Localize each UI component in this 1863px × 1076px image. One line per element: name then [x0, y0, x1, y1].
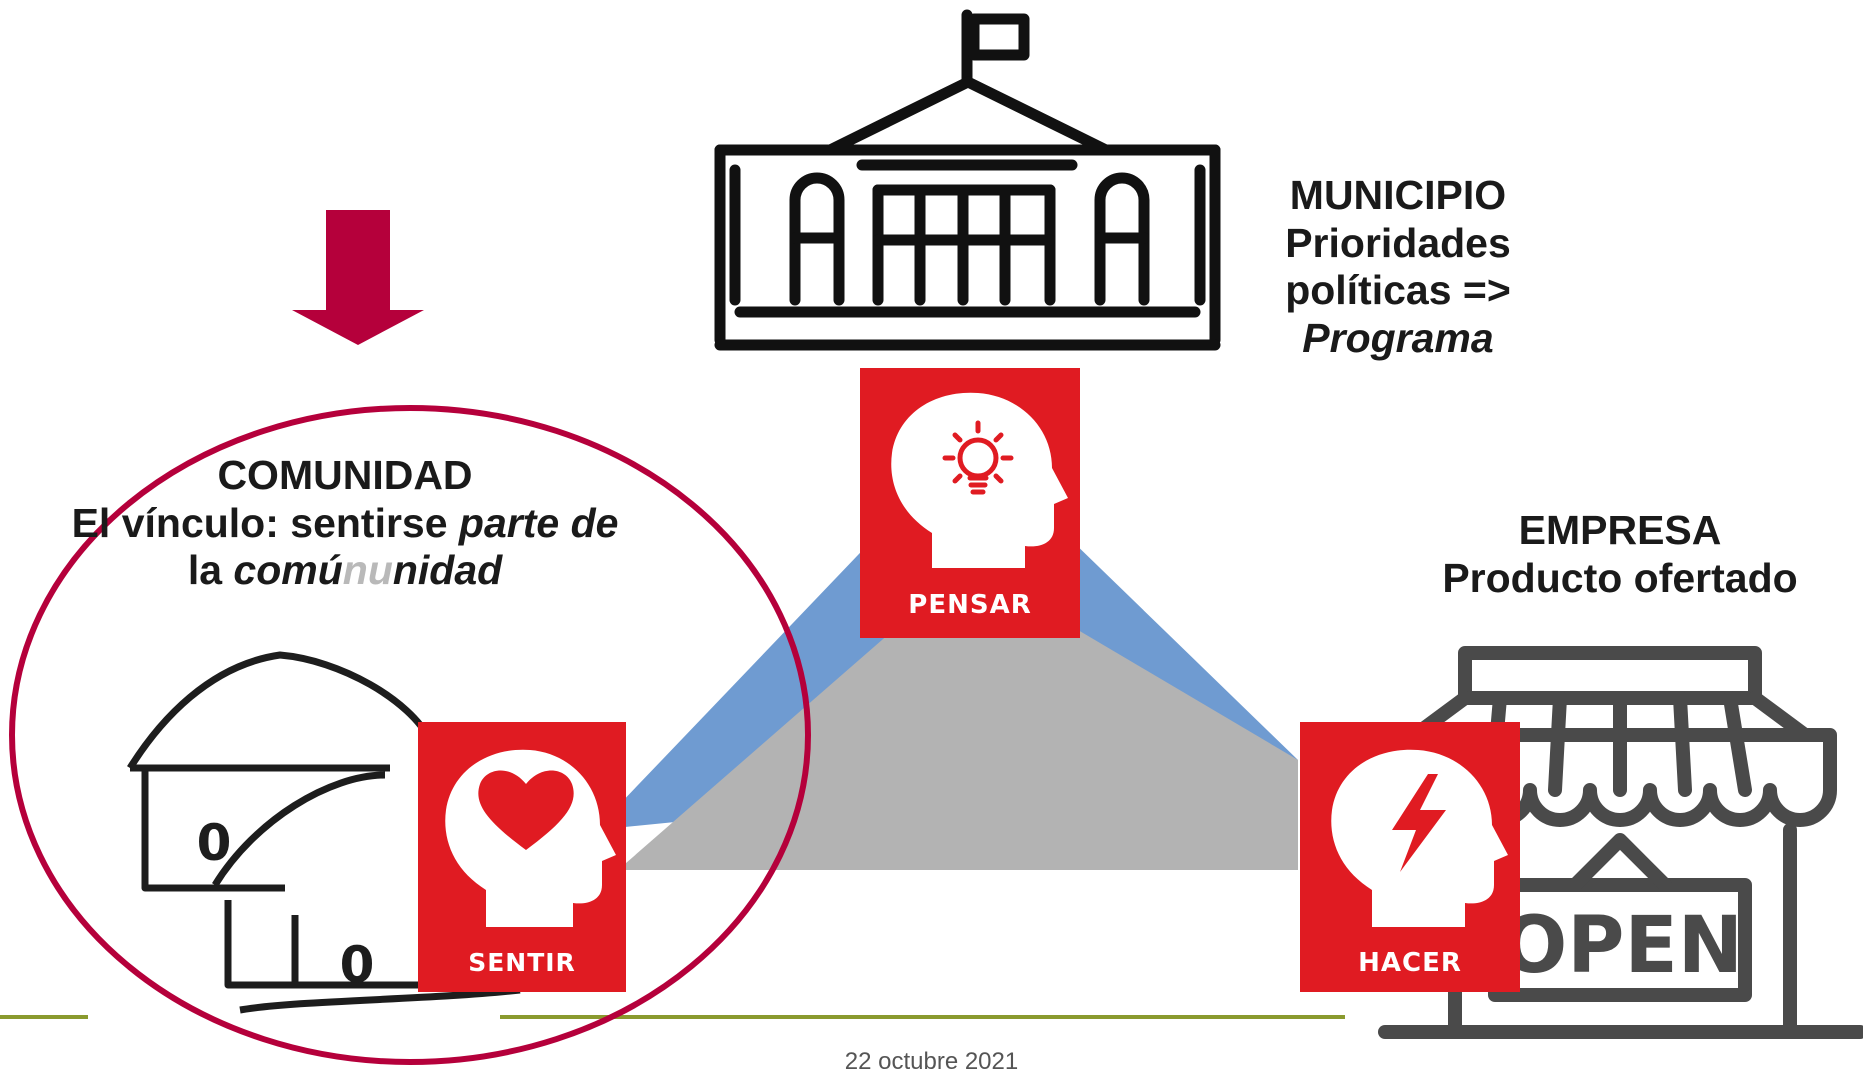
- municipio-line-programa: Programa: [1302, 314, 1494, 361]
- government-building-icon: [714, 9, 1221, 351]
- comunidad-title: COMUNIDAD: [217, 452, 473, 498]
- comunidad-line-comunidad: la comúnunidad: [187, 547, 503, 594]
- hacer-badge: HACER: [1300, 722, 1520, 992]
- houses-icon: [127, 651, 521, 1014]
- empresa-label: EMPRESA Producto ofertado: [1390, 507, 1850, 602]
- pensar-badge: PENSAR: [860, 368, 1080, 638]
- footer-date: 22 octubre 2021: [844, 1048, 1019, 1075]
- municipio-title: MUNICIPIO: [1289, 172, 1507, 218]
- empresa-title: EMPRESA: [1518, 507, 1722, 553]
- house-marker-1: 0: [197, 814, 232, 872]
- shop-sign-text: OPEN: [1501, 901, 1743, 991]
- comunidad-line-vinculo: El vínculo: sentirse parte de: [71, 499, 619, 546]
- municipio-line-politicas: políticas =>: [1285, 267, 1511, 314]
- municipio-label: MUNICIPIO Prioridades políticas => Progr…: [1238, 172, 1558, 362]
- storefront-icon: [1378, 646, 1863, 1039]
- comunidad-label: COMUNIDAD El vínculo: sentirse parte de …: [0, 452, 690, 595]
- lightbulb-icon: [942, 420, 1014, 495]
- pensar-badge-label: PENSAR: [908, 590, 1032, 620]
- heart-icon: [478, 770, 574, 850]
- lightning-bolt-icon: [1392, 774, 1446, 872]
- house-marker-2: 0: [340, 936, 375, 994]
- sentir-badge-label: SENTIR: [468, 948, 576, 977]
- triangle-gray-fill: [618, 565, 1298, 870]
- community-highlight-ellipse: [9, 405, 811, 1065]
- municipio-line-prioridades: Prioridades: [1285, 219, 1511, 266]
- hacer-badge-label: HACER: [1358, 948, 1462, 978]
- down-arrow-icon: [292, 210, 424, 345]
- empresa-line-producto: Producto ofertado: [1442, 554, 1798, 601]
- sentir-badge: SENTIR: [418, 722, 626, 992]
